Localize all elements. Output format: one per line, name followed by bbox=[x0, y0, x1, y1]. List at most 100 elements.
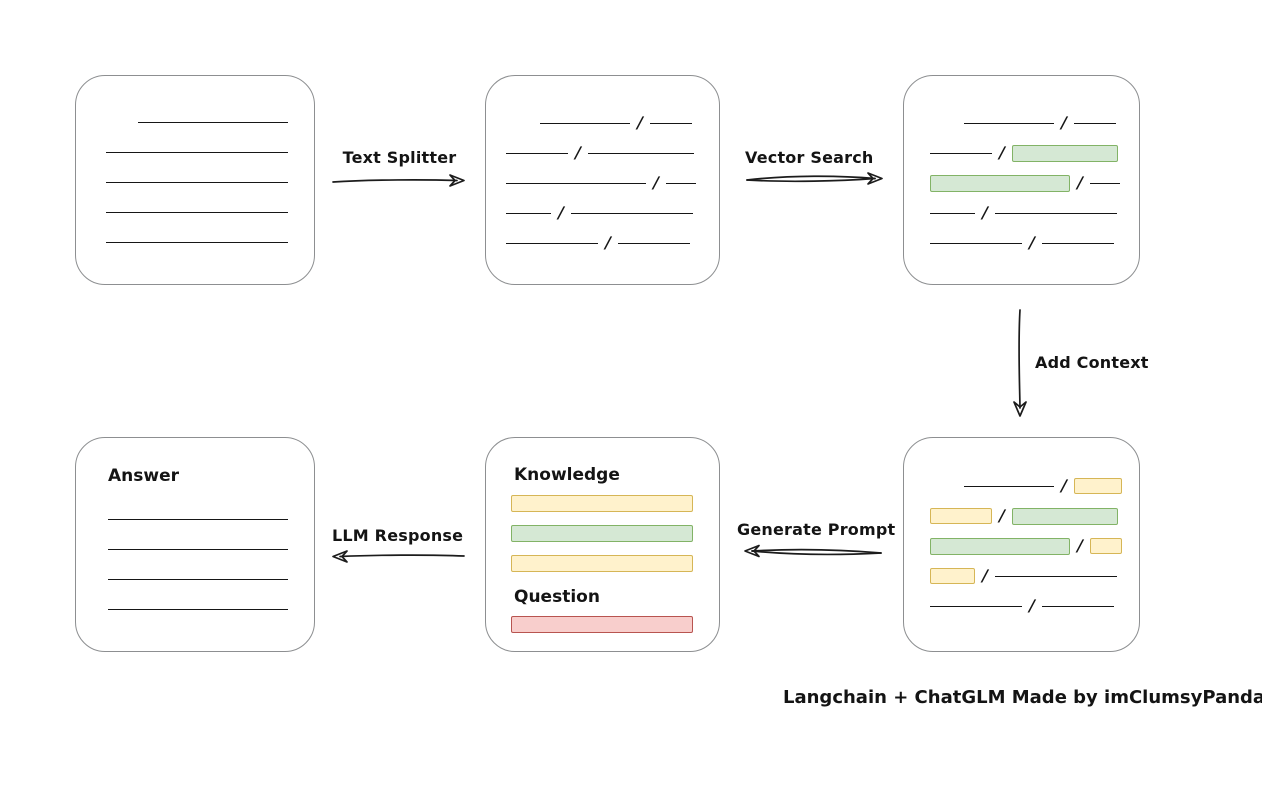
text-line bbox=[540, 122, 630, 124]
generate-prompt-arrow-icon bbox=[744, 544, 882, 558]
slash-separator: / bbox=[556, 203, 566, 222]
chunk-row bbox=[106, 233, 288, 251]
slash-separator: / bbox=[997, 143, 1007, 162]
text-line bbox=[994, 575, 1117, 577]
knowledge-bar-green bbox=[511, 525, 693, 542]
llm-response-label: LLM Response bbox=[332, 526, 464, 545]
text-line bbox=[930, 212, 975, 214]
text-line bbox=[1089, 182, 1120, 184]
diagram-caption: Langchain + ChatGLM Made by imClumsyPand… bbox=[783, 687, 1262, 708]
text-line bbox=[930, 605, 1022, 607]
chunk-row bbox=[108, 570, 288, 588]
text-line bbox=[106, 151, 288, 153]
text-line bbox=[964, 485, 1054, 487]
chunk-row: / bbox=[930, 476, 1122, 495]
knowledge-bar-yellow-1 bbox=[511, 495, 693, 512]
text-line bbox=[138, 121, 288, 123]
text-line bbox=[506, 212, 551, 214]
yellow-highlight-chunk bbox=[1089, 538, 1122, 554]
chunk-row: / bbox=[506, 233, 696, 252]
context-chunk-rows: / / / / / bbox=[930, 476, 1122, 627]
text-line bbox=[964, 122, 1054, 124]
chunk-row: / bbox=[930, 596, 1122, 615]
text-line bbox=[1041, 605, 1114, 607]
text-line bbox=[994, 212, 1117, 214]
text-line bbox=[1073, 122, 1116, 124]
slash-separator: / bbox=[1027, 233, 1037, 252]
text-line bbox=[106, 181, 288, 183]
slash-separator: / bbox=[573, 143, 583, 162]
green-highlight-chunk bbox=[1011, 507, 1118, 525]
chunk-row bbox=[108, 540, 288, 558]
chunk-row: / bbox=[930, 536, 1122, 555]
text-line bbox=[108, 578, 288, 580]
question-bar-red bbox=[511, 616, 693, 633]
slash-separator: / bbox=[1075, 173, 1085, 192]
text-line bbox=[930, 242, 1022, 244]
chunk-row bbox=[106, 173, 288, 191]
text-line bbox=[106, 211, 288, 213]
chunk-row: / bbox=[506, 173, 696, 192]
vector-search-arrow-icon bbox=[746, 172, 883, 185]
chunk-row bbox=[106, 143, 288, 161]
chunk-row: / bbox=[930, 143, 1120, 162]
green-highlight-chunk bbox=[930, 174, 1070, 192]
text-line bbox=[506, 152, 568, 154]
split-chunk-rows: / / / / / bbox=[506, 113, 696, 264]
yellow-highlight-chunk bbox=[930, 508, 992, 524]
chunk-row: / bbox=[930, 173, 1120, 192]
slash-separator: / bbox=[997, 506, 1007, 525]
text-splitter-label: Text Splitter bbox=[342, 148, 457, 167]
green-highlight-chunk bbox=[930, 537, 1070, 555]
chunk-row: / bbox=[930, 233, 1120, 252]
searched-chunks-box: / / / / / bbox=[903, 75, 1140, 285]
context-chunks-box: / / / / / bbox=[903, 437, 1140, 652]
llm-response-arrow-icon bbox=[332, 550, 465, 563]
text-line bbox=[930, 152, 992, 154]
chunk-row: / bbox=[506, 143, 696, 162]
slash-separator: / bbox=[603, 233, 613, 252]
chunk-row bbox=[108, 510, 288, 528]
slash-separator: / bbox=[1059, 113, 1069, 132]
text-line bbox=[665, 182, 696, 184]
chunk-row: / bbox=[930, 566, 1122, 585]
slash-separator: / bbox=[980, 566, 990, 585]
source-document-box bbox=[75, 75, 315, 285]
text-line bbox=[587, 152, 694, 154]
slash-separator: / bbox=[1027, 596, 1037, 615]
chunk-row: / bbox=[506, 203, 696, 222]
slash-separator: / bbox=[1075, 536, 1085, 555]
text-line bbox=[108, 518, 288, 520]
answer-label: Answer bbox=[108, 466, 179, 486]
answer-box: Answer bbox=[75, 437, 315, 652]
text-line bbox=[108, 608, 288, 610]
text-line bbox=[570, 212, 693, 214]
split-chunks-box: / / / / / bbox=[485, 75, 720, 285]
text-line bbox=[506, 182, 646, 184]
chunk-row bbox=[106, 203, 288, 221]
searched-chunk-rows: / / / / / bbox=[930, 113, 1120, 264]
text-line bbox=[1041, 242, 1114, 244]
text-line bbox=[617, 242, 690, 244]
text-splitter-arrow-icon bbox=[332, 174, 465, 187]
chunk-row bbox=[108, 600, 288, 618]
text-line bbox=[506, 242, 598, 244]
add-context-label: Add Context bbox=[1035, 353, 1149, 372]
chunk-row: / bbox=[930, 506, 1122, 525]
knowledge-label: Knowledge bbox=[514, 465, 620, 485]
slash-separator: / bbox=[635, 113, 645, 132]
yellow-highlight-chunk bbox=[1073, 478, 1122, 494]
slash-separator: / bbox=[651, 173, 661, 192]
slash-separator: / bbox=[1059, 476, 1069, 495]
text-line bbox=[108, 548, 288, 550]
text-line bbox=[106, 241, 288, 243]
add-context-arrow-icon bbox=[1013, 309, 1027, 417]
question-label: Question bbox=[514, 587, 600, 607]
green-highlight-chunk bbox=[1011, 144, 1118, 162]
yellow-highlight-chunk bbox=[930, 568, 975, 584]
vector-search-label: Vector Search bbox=[745, 148, 874, 167]
slash-separator: / bbox=[980, 203, 990, 222]
document-lines bbox=[106, 113, 288, 263]
text-line bbox=[649, 122, 692, 124]
